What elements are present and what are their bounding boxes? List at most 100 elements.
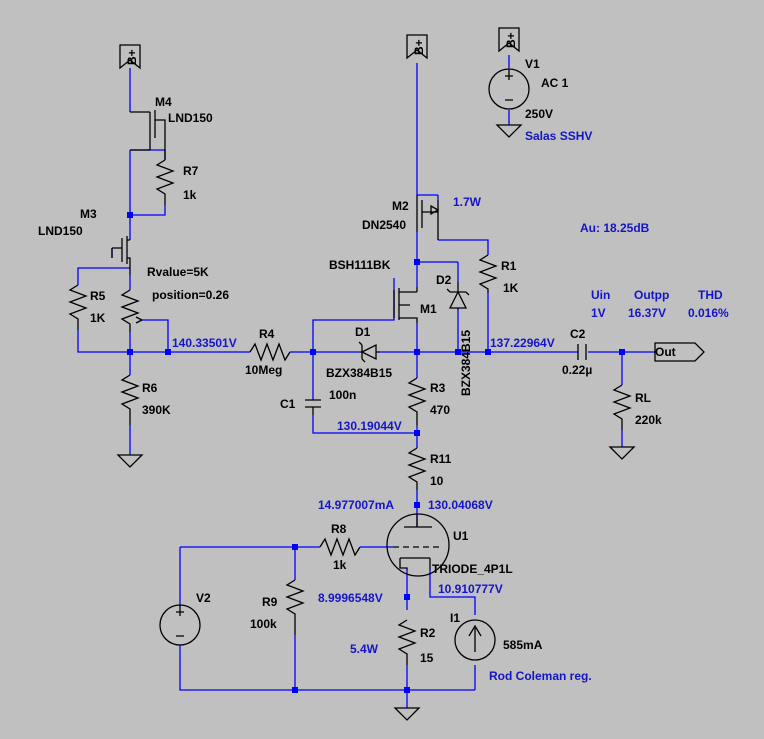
bplus-flag-right: B+ bbox=[406, 34, 428, 60]
svg-text:V2: V2 bbox=[196, 591, 211, 605]
triode-u1: U1 TRIODE_4P1L bbox=[386, 513, 513, 577]
node-filament-voltage: 10.910777V bbox=[438, 582, 503, 596]
svg-text:I1: I1 bbox=[450, 611, 460, 625]
svg-text:U1: U1 bbox=[453, 529, 469, 543]
svg-text:0.22µ: 0.22µ bbox=[562, 363, 592, 377]
svg-text:250V: 250V bbox=[525, 107, 553, 121]
svg-text:TRIODE_4P1L: TRIODE_4P1L bbox=[432, 562, 513, 576]
svg-text:R8: R8 bbox=[331, 522, 347, 536]
thd-header: THD bbox=[698, 288, 723, 302]
ground-rl bbox=[608, 446, 636, 460]
mosfet-m4: M4 LND150 bbox=[130, 95, 213, 160]
svg-text:D1: D1 bbox=[355, 325, 371, 339]
resistor-rl: RL 220k bbox=[612, 384, 662, 430]
svg-text:R7: R7 bbox=[183, 164, 199, 178]
svg-text:R2: R2 bbox=[420, 626, 436, 640]
svg-text:LND150: LND150 bbox=[168, 111, 213, 125]
ground-v1 bbox=[495, 124, 523, 138]
thd-value: 0.016% bbox=[688, 306, 729, 320]
capacitor-c1: C1 100n bbox=[280, 388, 356, 415]
resistor-r6: R6 390K bbox=[120, 374, 171, 425]
bplus-label: B+ bbox=[125, 49, 139, 65]
node-voltage-gate-ref: 140.33501V bbox=[172, 336, 237, 350]
svg-text:R1: R1 bbox=[501, 259, 517, 273]
gain-label: Au: 18.25dB bbox=[580, 221, 650, 235]
source-v1: V1 AC 1 250V Salas SSHV bbox=[488, 57, 592, 143]
svg-text:position=0.26: position=0.26 bbox=[152, 288, 229, 302]
svg-text:10Meg: 10Meg bbox=[245, 363, 282, 377]
svg-text:1k: 1k bbox=[333, 558, 347, 572]
svg-text:AC 1: AC 1 bbox=[541, 76, 569, 90]
svg-text:M3: M3 bbox=[80, 207, 97, 221]
resistor-r7: R7 1k bbox=[155, 159, 199, 205]
measurement-info: Au: 18.25dB Uin 1V Outpp 16.37V THD 0.01… bbox=[580, 221, 729, 320]
svg-text:585mA: 585mA bbox=[503, 638, 543, 652]
svg-text:R4: R4 bbox=[259, 327, 275, 341]
svg-text:15: 15 bbox=[420, 651, 434, 665]
node-voltage-output-dc: 137.22964V bbox=[490, 336, 555, 350]
svg-text:BZX384B15: BZX384B15 bbox=[459, 330, 473, 396]
svg-text:C1: C1 bbox=[280, 397, 296, 411]
zener-d1: D1 BZX384B15 bbox=[326, 325, 392, 380]
svg-text:Rvalue=5K: Rvalue=5K bbox=[147, 265, 209, 279]
svg-text:C2: C2 bbox=[570, 327, 586, 341]
svg-text:R6: R6 bbox=[142, 381, 158, 395]
svg-text:10: 10 bbox=[430, 474, 444, 488]
mosfet-m3: M3 LND150 bbox=[38, 207, 131, 275]
svg-text:R9: R9 bbox=[262, 595, 278, 609]
junctions bbox=[127, 212, 625, 693]
svg-text:100k: 100k bbox=[250, 617, 277, 631]
node-voltage-c1: 130.19044V bbox=[337, 419, 402, 433]
svg-text:M1: M1 bbox=[420, 302, 437, 316]
outpp-header: Outpp bbox=[634, 288, 669, 302]
svg-text:470: 470 bbox=[430, 403, 450, 417]
svg-text:LND150: LND150 bbox=[38, 224, 83, 238]
svg-text:R5: R5 bbox=[90, 289, 106, 303]
resistor-r4: R4 10Meg bbox=[245, 327, 291, 377]
svg-text:1k: 1k bbox=[183, 188, 197, 202]
svg-text:DN2540: DN2540 bbox=[362, 218, 406, 232]
resistor-r2: R2 15 5.4W bbox=[350, 619, 436, 665]
uin-value: 1V bbox=[591, 306, 606, 320]
bplus-label: B+ bbox=[504, 32, 518, 48]
node-cathode-voltage: 8.9996548V bbox=[318, 591, 383, 605]
current-source-i1: I1 585mA Rod Coleman reg. bbox=[450, 611, 592, 683]
zener-d2: D2 BZX384B15 bbox=[436, 273, 473, 396]
capacitor-c2: C2 0.22µ bbox=[562, 327, 592, 377]
m2-power: 1.7W bbox=[453, 195, 482, 209]
bplus-flag-left: B+ bbox=[119, 44, 141, 70]
svg-text:BSH111BK: BSH111BK bbox=[329, 258, 391, 272]
mosfet-m1: BSH111BK M1 bbox=[329, 258, 437, 323]
svg-text:Rod Coleman reg.: Rod Coleman reg. bbox=[489, 669, 592, 683]
svg-text:RL: RL bbox=[635, 391, 651, 405]
svg-text:5.4W: 5.4W bbox=[350, 642, 379, 656]
svg-text:D2: D2 bbox=[436, 273, 452, 287]
node-anode-current: 14.977007mA bbox=[318, 498, 394, 512]
bplus-flag-v1: B+ bbox=[498, 27, 520, 53]
outpp-value: 16.37V bbox=[628, 306, 666, 320]
svg-text:390K: 390K bbox=[142, 403, 171, 417]
source-v2: V2 bbox=[159, 591, 211, 646]
svg-text:Out: Out bbox=[655, 345, 676, 359]
svg-text:V1: V1 bbox=[525, 57, 540, 71]
resistor-r1: R1 1K bbox=[478, 254, 519, 295]
resistor-r5: R5 1K bbox=[68, 284, 106, 330]
uin-header: Uin bbox=[591, 288, 610, 302]
mosfet-m2: M2 DN2540 bbox=[362, 195, 440, 240]
svg-text:1K: 1K bbox=[90, 311, 106, 325]
output-port: Out bbox=[654, 342, 705, 362]
svg-text:BZX384B15: BZX384B15 bbox=[326, 366, 392, 380]
svg-text:220k: 220k bbox=[635, 413, 662, 427]
resistor-r3: R3 470 bbox=[407, 377, 450, 425]
svg-text:R11: R11 bbox=[430, 452, 452, 466]
node-voltages: 140.33501V 137.22964V 130.19044V 14.9770… bbox=[172, 195, 555, 605]
ground-bottom bbox=[393, 707, 421, 721]
ground-left bbox=[116, 454, 144, 468]
svg-text:1K: 1K bbox=[503, 281, 519, 295]
resistor-r8: R8 1k bbox=[319, 522, 361, 572]
bplus-label: B+ bbox=[412, 39, 426, 55]
potentiometer: Rvalue=5K position=0.26 bbox=[120, 265, 229, 332]
resistor-r11: R11 10 bbox=[407, 447, 452, 490]
svg-text:M2: M2 bbox=[392, 199, 409, 213]
